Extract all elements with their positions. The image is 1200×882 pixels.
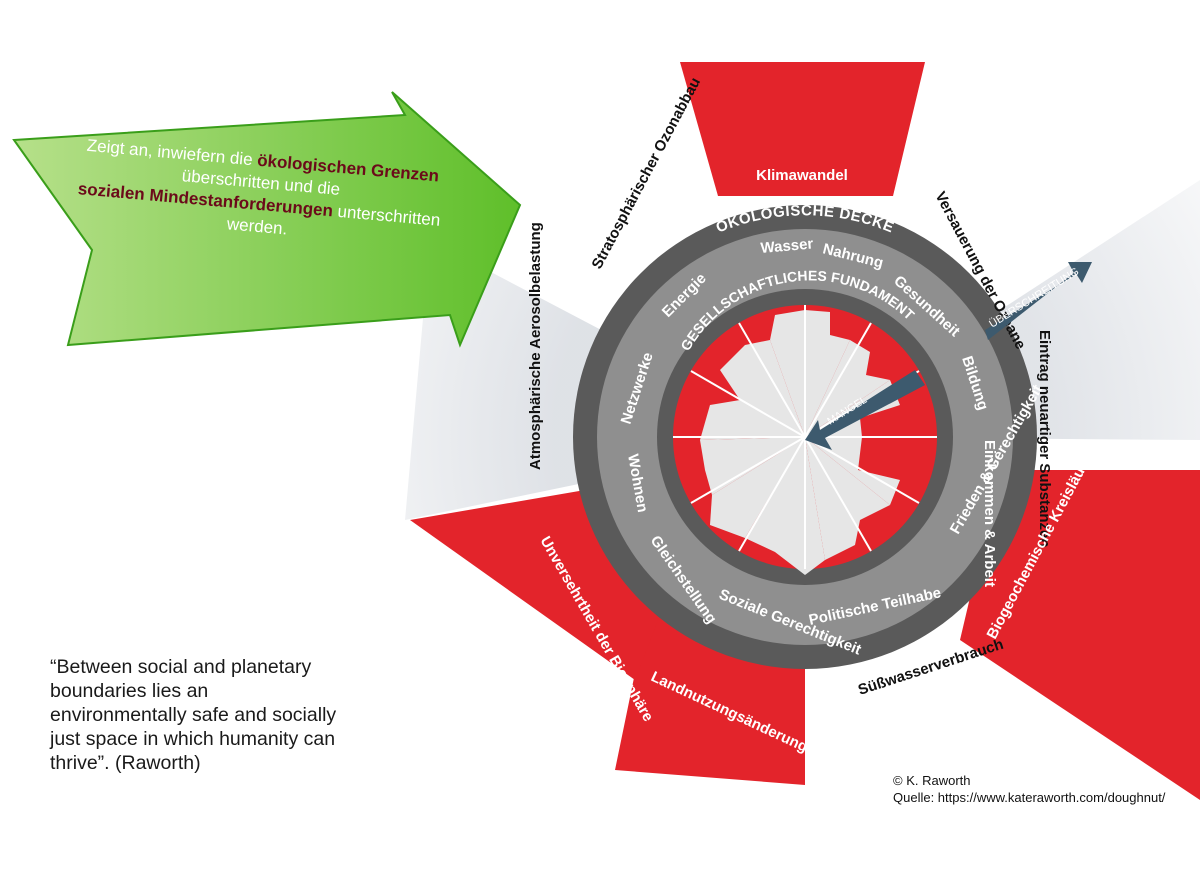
raworth-quote: “Between social and planetary boundaries… <box>50 656 337 774</box>
social-label-einkommen: Einkommen & Arbeit <box>981 440 998 587</box>
credit-source: Quelle: https://www.kateraworth.com/doug… <box>893 790 1166 805</box>
green-arrow <box>12 91 522 348</box>
spoke-lines <box>673 305 937 569</box>
arrow-line4: werden. <box>226 214 289 239</box>
credit-author: © K. Raworth <box>893 773 971 788</box>
boundary-eintrag: Eintrag neuartiger Substanzen <box>1036 330 1053 548</box>
social-label-wasser: Wasser <box>760 235 814 257</box>
credits: © K. Raworth Quelle: https://www.kateraw… <box>893 772 1165 806</box>
boundary-klimawandel: Klimawandel <box>756 167 848 184</box>
overshoot-klimawandel <box>680 62 925 196</box>
boundary-aerosol: Atmosphärische Aerosolbelastung <box>527 222 544 470</box>
overshoot-biogeochemische <box>960 470 1200 800</box>
arrow-line3-post: unterschritten <box>332 201 442 230</box>
